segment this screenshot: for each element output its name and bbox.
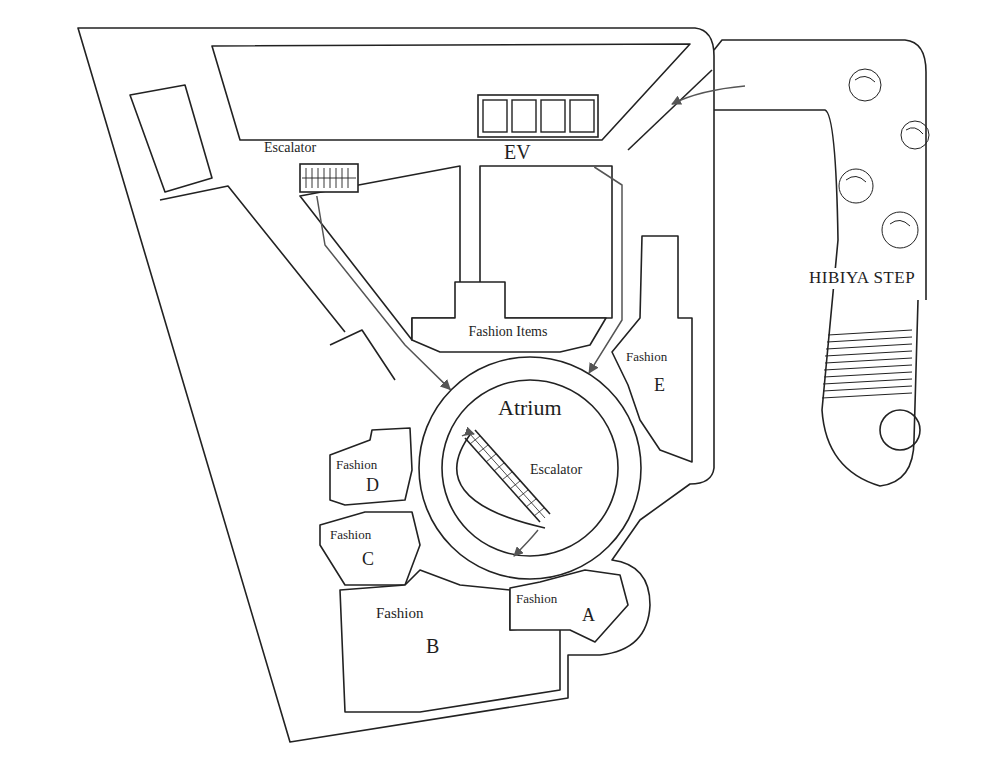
walking-route-arrow	[317, 196, 450, 389]
area-letter: A	[582, 606, 595, 626]
place-name: HIBIYA STEP	[806, 268, 918, 289]
area-name: Fashion Items	[469, 324, 548, 339]
area-letter: D	[366, 476, 379, 496]
node-outline	[478, 95, 600, 167]
area-name: Fashion	[376, 605, 424, 622]
area-letter: E	[654, 376, 665, 396]
node-outline	[320, 512, 420, 585]
area-name: Fashion	[330, 528, 371, 542]
area-name: Atrium	[498, 396, 562, 420]
area-name: Fashion	[336, 458, 377, 472]
area-name: EV	[504, 141, 531, 163]
area-name: Escalator	[264, 140, 316, 155]
shop-area: Fashion Items	[412, 282, 606, 352]
node-outline	[412, 282, 606, 352]
node-outline	[612, 236, 692, 462]
node-outline	[510, 570, 630, 645]
shop-area: FashionC	[320, 512, 420, 585]
escalator-symbol: Escalator	[262, 138, 362, 196]
shop-area: FashionD	[330, 428, 412, 505]
shop-area: FashionE	[612, 236, 692, 462]
walking-route-arrow	[589, 167, 622, 373]
area-name: Fashion	[626, 350, 667, 364]
escalator-label: Escalator	[530, 462, 582, 477]
area-name: Fashion	[516, 592, 557, 606]
shop-area: FashionA	[510, 570, 630, 645]
area-letter: B	[426, 635, 439, 657]
elevator-bank: EV	[478, 95, 600, 167]
area-letter: C	[362, 550, 374, 570]
